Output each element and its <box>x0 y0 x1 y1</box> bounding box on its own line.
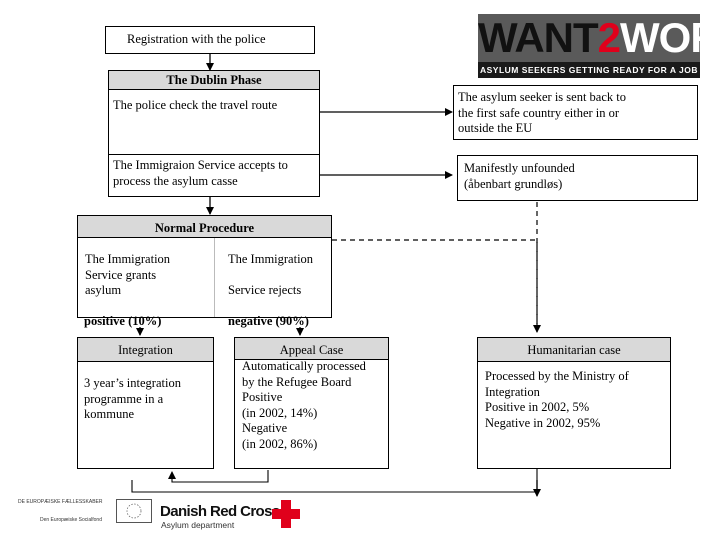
arrow-appeal-integration <box>168 470 269 483</box>
want2work-tagline: ASYLUM SEEKERS GETTING READY FOR A JOB <box>478 62 700 78</box>
logo-two: 2 <box>597 14 621 61</box>
accepts-text: The Immigraion Service accepts to proces… <box>113 158 288 188</box>
eu-flag-icon <box>116 499 152 523</box>
logo-work: WORK <box>620 14 720 61</box>
dublin-phase-box: The Dublin Phase The police check the tr… <box>108 70 320 197</box>
humanitarian-header: Humanitarian case <box>478 338 670 362</box>
sent-back-text: The asylum seeker is sent back to the fi… <box>458 90 627 135</box>
logo-want: WANT <box>478 14 599 61</box>
appeal-box: Appeal Case Automatically processed by t… <box>234 337 389 469</box>
manifestly-text: Manifestly unfounded (åbenbart grundløs) <box>464 161 575 191</box>
arrow-bottom-humanitarian <box>131 468 538 493</box>
normal-procedure-box: Normal Procedure The Immigration Service… <box>77 215 332 318</box>
appeal-header: Appeal Case <box>235 338 388 360</box>
negative-label: negative (90%) <box>228 314 309 328</box>
want2work-wordmark: WANT2WORK <box>478 14 720 62</box>
integration-text: 3 year’s integration programme in a komm… <box>84 376 181 421</box>
drc-dept: Asylum department <box>161 520 235 530</box>
drc-name: Danish Red Cross <box>160 503 280 520</box>
integration-header: Integration <box>78 338 213 362</box>
eu-social-fund-logo: DE EUROPÆISKE FÆLLESSKABER Den Europæisk… <box>18 497 152 527</box>
red-cross-icon <box>272 500 300 528</box>
integration-box: Integration 3 year’s integration program… <box>77 337 214 469</box>
humanitarian-box: Humanitarian case Processed by the Minis… <box>477 337 671 469</box>
manifestly-unfounded-box: Manifestly unfounded (åbenbart grundløs) <box>457 155 698 201</box>
appeal-text: Automatically processed by the Refugee B… <box>242 359 366 451</box>
humanitarian-text: Processed by the Ministry of Integration… <box>485 369 629 430</box>
normal-procedure-header: Normal Procedure <box>78 216 331 238</box>
rejects-text: The Immigration Service rejects <box>228 252 314 297</box>
eu-line1: DE EUROPÆISKE FÆLLESSKABER <box>18 499 103 505</box>
dublin-divider <box>108 154 320 155</box>
sent-back-box: The asylum seeker is sent back to the fi… <box>453 85 698 140</box>
registration-label: Registration with the police <box>127 32 266 46</box>
want2work-logo: WANT2WORK ASYLUM SEEKERS GETTING READY F… <box>478 14 720 78</box>
positive-label: positive (10%) <box>84 314 162 328</box>
dublin-phase-header: The Dublin Phase <box>109 71 319 90</box>
travel-route-text: The police check the travel route <box>113 98 278 112</box>
registration-box: Registration with the police <box>105 26 315 54</box>
grants-text: The Immigration Service grants asylum <box>85 252 171 297</box>
normal-split <box>214 238 215 317</box>
eu-line2: Den Europæiske Socialfond <box>40 517 102 523</box>
dashed-normal-humanitarian <box>332 239 541 333</box>
